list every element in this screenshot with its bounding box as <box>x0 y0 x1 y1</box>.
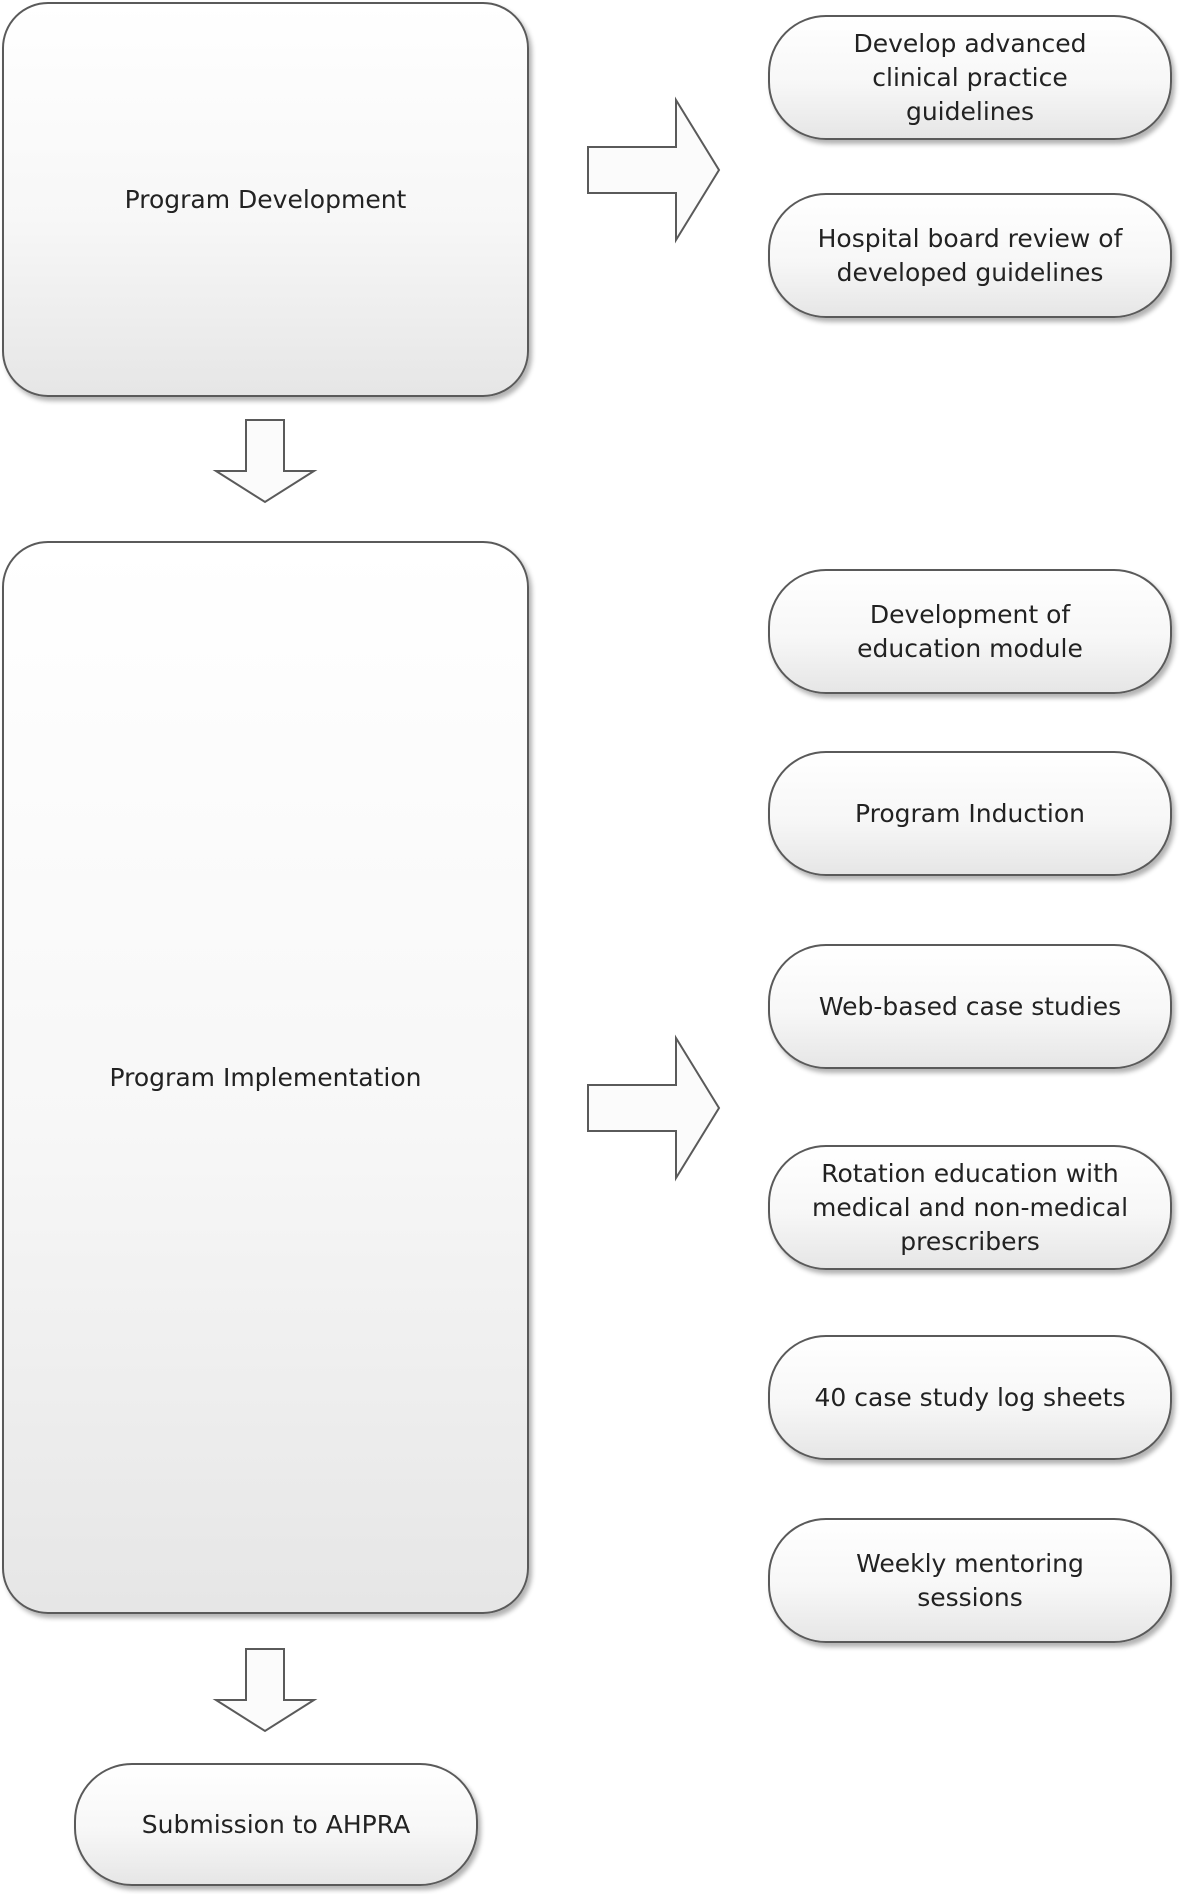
submission-box: Submission to AHPRA <box>74 1763 478 1886</box>
down-arrow-icon <box>212 419 318 504</box>
development-step: Hospital board review of developed guide… <box>768 193 1172 318</box>
implementation-step: Development of education module <box>768 569 1172 694</box>
implementation-step: Weekly mentoring sessions <box>768 1518 1172 1643</box>
implementation-step: Web-based case studies <box>768 944 1172 1069</box>
implementation-step-label: Weekly mentoring sessions <box>856 1548 1084 1612</box>
program-implementation-box: Program Implementation <box>2 541 529 1614</box>
development-step-label: Develop advanced clinical practice guide… <box>853 28 1087 126</box>
implementation-step: 40 case study log sheets <box>768 1335 1172 1460</box>
implementation-step-label: Web-based case studies <box>818 991 1122 1021</box>
right-arrow-icon <box>587 96 721 244</box>
program-implementation-label: Program Implementation <box>109 1063 422 1092</box>
down-arrow-icon <box>212 1648 318 1733</box>
implementation-step: Program Induction <box>768 751 1172 876</box>
program-development-label: Program Development <box>124 185 407 214</box>
development-step: Develop advanced clinical practice guide… <box>768 15 1172 140</box>
implementation-step-label: 40 case study log sheets <box>814 1382 1126 1412</box>
implementation-step-label: Program Induction <box>855 798 1085 828</box>
implementation-step-label: Rotation education with medical and non-… <box>811 1158 1129 1256</box>
implementation-step: Rotation education with medical and non-… <box>768 1145 1172 1270</box>
development-step-label: Hospital board review of developed guide… <box>817 223 1123 287</box>
right-arrow-icon <box>587 1034 721 1182</box>
program-development-box: Program Development <box>2 2 529 397</box>
implementation-step-label: Development of education module <box>857 599 1083 663</box>
submission-label: Submission to AHPRA <box>141 1809 411 1839</box>
